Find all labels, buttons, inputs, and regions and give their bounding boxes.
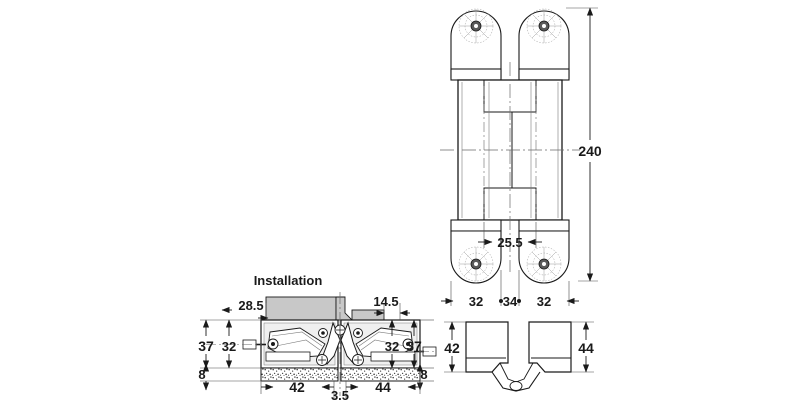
dimension-value-34: 34	[503, 294, 518, 309]
dimension-value-left-32: 32	[222, 339, 236, 354]
screw-head-icon	[526, 246, 562, 282]
dimension-body-width: 25.5	[478, 222, 542, 250]
dimension-value-14-5: 14.5	[373, 294, 398, 309]
dimension-value-right-37: 37	[406, 338, 422, 354]
dimension-value-right-32: 32	[537, 294, 551, 309]
dimension-value-28-5: 28.5	[238, 298, 263, 313]
dimension-leaf-widths: 32 34 32	[441, 270, 579, 309]
dimension-section-right-height: 44	[571, 321, 594, 373]
screw-head-icon	[458, 8, 494, 44]
install-frame-panel	[351, 309, 385, 321]
front-flange-top-left	[450, 68, 502, 81]
dimension-value-44: 44	[578, 340, 594, 356]
front-flange-bottom-right	[518, 219, 570, 232]
installation-title: Installation	[254, 273, 323, 288]
install-substrate-right	[340, 367, 421, 382]
install-door-panel	[265, 296, 337, 321]
dimension-section-left-height: 42	[444, 321, 466, 373]
screw-head-icon	[458, 246, 494, 282]
front-leaf-plate-top-right	[518, 8, 570, 79]
hinge-bottom-section: 42 44	[444, 321, 594, 392]
dimension-left-offset: 28.5	[221, 298, 269, 322]
dimension-right-heights: 32 37 8	[385, 319, 434, 391]
dimension-value-3-5: 3.5	[331, 388, 349, 400]
dimension-left-heights: 37 32 8	[198, 319, 262, 391]
install-linkage-right	[353, 327, 416, 362]
section-cup-left	[465, 321, 509, 373]
dimension-install-widths: 42 3.5 44	[260, 379, 421, 400]
front-leaf-plate-top-left	[450, 8, 502, 79]
dimension-right-offset: 14.5	[373, 294, 410, 320]
dimension-value-right-32: 32	[385, 339, 399, 354]
hinge-front-elevation: 240 25.5 32 34 32	[440, 7, 602, 309]
dimension-value-44: 44	[375, 379, 391, 395]
dimension-value-left-37: 37	[198, 338, 214, 354]
section-pivot-pin	[509, 381, 523, 391]
dimension-value-240: 240	[578, 143, 602, 159]
dimension-value-left-8: 8	[198, 367, 205, 382]
dimension-value-25-5: 25.5	[497, 235, 522, 250]
install-substrate-left	[260, 367, 339, 382]
front-leaf-plate-bottom-left	[450, 230, 502, 284]
front-flange-top-right	[518, 68, 570, 81]
dimension-value-42: 42	[444, 340, 460, 356]
dimension-overall-height: 240	[566, 7, 602, 282]
dimension-value-42: 42	[289, 379, 305, 395]
front-leaf-plate-bottom-right	[518, 230, 570, 284]
dimension-value-right-8: 8	[420, 367, 427, 382]
dimension-value-left-32: 32	[469, 294, 483, 309]
screw-head-icon	[526, 8, 562, 44]
installation-section: Installation	[198, 273, 437, 400]
front-flange-bottom-left	[450, 219, 502, 232]
section-cup-right	[528, 321, 572, 373]
install-door-rebate	[335, 296, 354, 321]
